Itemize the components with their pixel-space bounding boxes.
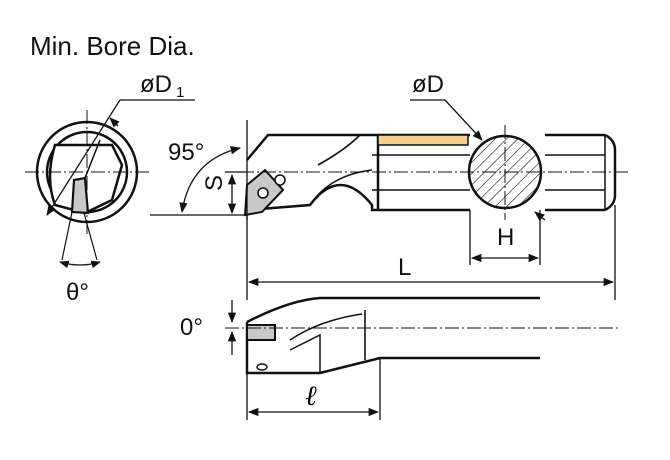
side-insert <box>246 324 276 341</box>
drawing-title: Min. Bore Dia. <box>30 31 195 61</box>
cutting-height-label: S <box>201 175 228 191</box>
shank-dia-label: øD <box>412 71 444 98</box>
end-view <box>25 99 195 269</box>
side-dims <box>227 300 381 420</box>
coolant-slot <box>377 134 469 146</box>
side-view <box>225 296 620 375</box>
rake-angle-label: 0° <box>180 314 203 341</box>
flat-width-label: H <box>497 224 514 251</box>
end-insert <box>70 176 90 215</box>
approach-angle-label: 95° <box>168 139 204 166</box>
min-bore-dia-label: øD <box>140 71 172 98</box>
head-length-label: ℓ <box>305 381 317 412</box>
min-bore-dia-subscript: 1 <box>176 84 184 101</box>
overall-length-label: L <box>398 254 411 281</box>
top-dims <box>150 99 616 300</box>
top-view <box>240 125 630 220</box>
inclination-angle-label: θ° <box>66 279 89 306</box>
